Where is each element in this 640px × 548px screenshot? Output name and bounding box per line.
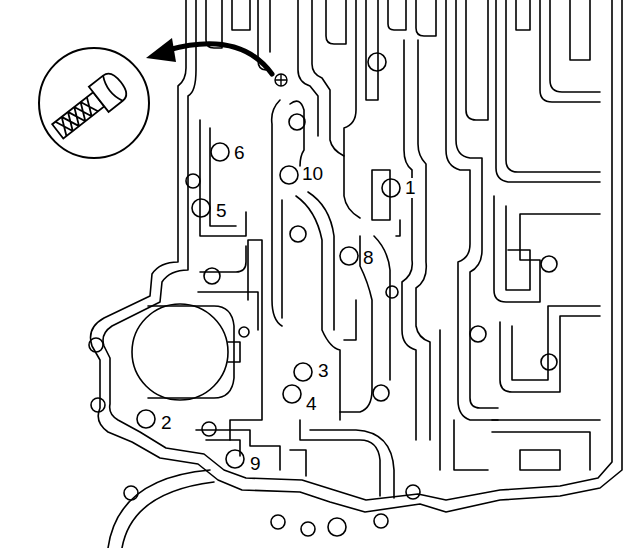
callout-number: 5 — [215, 201, 228, 221]
callout-number: 10 — [301, 164, 324, 184]
callout-number: 2 — [160, 413, 173, 433]
callout-number: 8 — [362, 248, 375, 268]
callout-number: 6 — [233, 143, 246, 163]
callout-number: 9 — [249, 454, 262, 474]
callout-number: 4 — [305, 394, 318, 414]
callout-number: 1 — [404, 178, 417, 198]
callout-number: 3 — [317, 361, 330, 381]
